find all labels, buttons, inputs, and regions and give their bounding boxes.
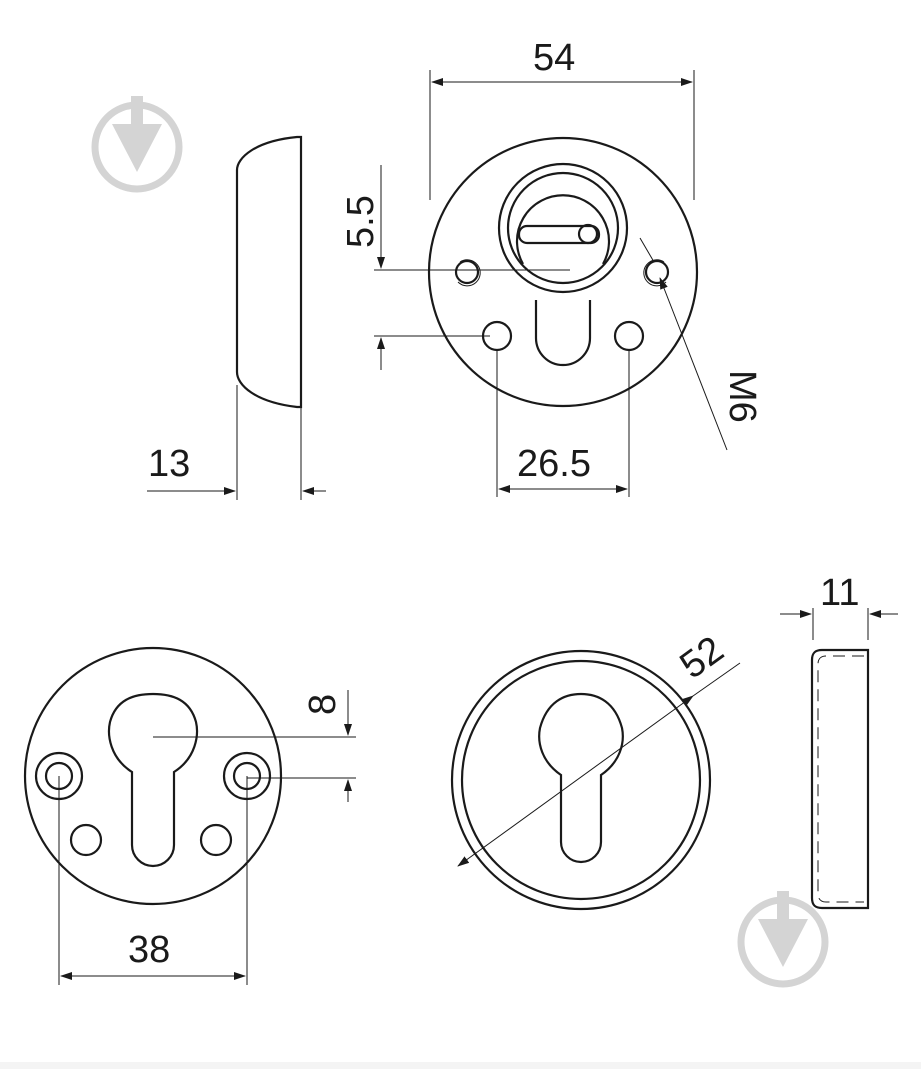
- dim-screw-offset: 5.5: [340, 195, 382, 248]
- back-plate-view: 8 38: [23, 646, 356, 985]
- bottom-strip: [0, 1062, 921, 1069]
- dim-hole-spacing-top: 26.5: [517, 443, 591, 485]
- dim-cover-thickness: 11: [820, 572, 859, 614]
- dim-side-thickness: 13: [148, 443, 190, 485]
- watermark-bottom-right: [737, 891, 829, 988]
- dim-screw-thread: M6: [721, 370, 763, 423]
- front-view-rosette: 54 5.5 M6 26.5: [340, 37, 763, 497]
- cover-front-view: 52: [450, 628, 741, 911]
- watermark-top-left: [91, 96, 183, 193]
- cover-side-profile: 11: [780, 572, 898, 910]
- dim-pin-offset: 8: [302, 694, 344, 715]
- side-profile-rosette: 13: [147, 135, 326, 500]
- dim-hole-spacing-back: 38: [128, 929, 170, 971]
- dim-outer-diameter: 54: [533, 37, 575, 79]
- dim-cover-diameter: 52: [673, 628, 732, 687]
